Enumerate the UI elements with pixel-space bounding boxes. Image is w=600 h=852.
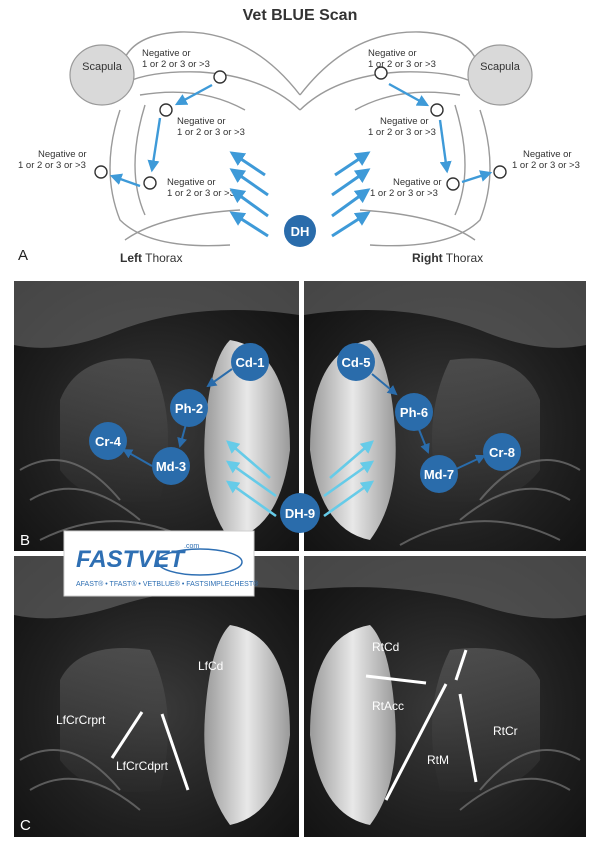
fastvet-logo: FASTVET .com AFAST® • TFAST® • VETBLUE® … [63, 530, 259, 597]
right-cr-result-line2: 1 or 2 or 3 or >3 [512, 160, 580, 171]
fastvet-logo-brand: FASTVET [76, 546, 186, 573]
fastvet-logo-swoosh [157, 548, 243, 576]
fastvet-logo-domain: .com [184, 543, 199, 550]
lobe-rtm-label: RtM [427, 753, 449, 767]
right-ph-result-line2: 1 or 2 or 3 or >3 [368, 127, 436, 138]
site-cd5-badge [337, 343, 375, 381]
panel-b-right-anatomy [304, 281, 586, 546]
left-scapula-label: Scapula [82, 61, 123, 73]
left-md-result-line2: 1 or 2 or 3 or >3 [167, 188, 235, 199]
left-cr-probe-circle [94, 165, 108, 179]
site-md3-badge [152, 447, 190, 485]
panel-b-sequence-arrows [122, 368, 486, 471]
lobe-rtcr-label: RtCr [493, 724, 518, 738]
site-cd5-label: Cd-5 [342, 355, 371, 370]
right-scapula-label: Scapula [480, 61, 521, 73]
left-cd-result-line1: Negative or [142, 48, 191, 59]
dh-badge [284, 215, 316, 247]
site-ph2-badge [170, 389, 208, 427]
right-md-result-line1: Negative or [393, 177, 442, 188]
left-cr-result-line2: 1 or 2 or 3 or >3 [18, 160, 86, 171]
right-scapula-shape [467, 44, 533, 106]
panel-a-dh-arrows [229, 151, 371, 238]
site-dh9-label: DH-9 [285, 506, 315, 521]
panel-c-radiographs: FASTVET .com AFAST® • TFAST® • VETBLUE® … [14, 530, 586, 837]
site-cr8-badge [483, 433, 521, 471]
left-ph-result-line1: Negative or [177, 116, 226, 127]
site-cr4-label: Cr-4 [95, 434, 122, 449]
site-ph6-label: Ph-6 [400, 405, 428, 420]
right-cd-probe-circle [374, 66, 388, 80]
right-thorax-outline [299, 31, 491, 247]
lobe-rtacc-label: RtAcc [372, 699, 404, 713]
fastvet-logo-tagline: AFAST® • TFAST® • VETBLUE® • FASTSIMPLEC… [76, 580, 259, 588]
site-md7-label: Md-7 [424, 467, 454, 482]
left-thorax-caption-bold: Left [120, 251, 142, 265]
panel-c-right-anatomy [304, 556, 586, 825]
site-md3-label: Md-3 [156, 459, 186, 474]
left-thorax-caption-word: Thorax [145, 251, 182, 265]
lobe-rtcd-label: RtCd [372, 640, 399, 654]
right-md-result-line2: 1 or 2 or 3 or >3 [370, 188, 438, 199]
panel-c-label: C [20, 817, 31, 834]
right-md-probe-circle [446, 177, 460, 191]
right-ph-probe-circle [430, 103, 444, 117]
lobe-lfcrcdprt-label: LfCrCdprt [116, 759, 169, 773]
figure-title: Vet BLUE Scan [243, 7, 358, 24]
panel-b-radiographs: Cd-1 Ph-2 Md-3 Cr-4 Cd-5 Ph-6 Md-7 Cr-8 … [14, 281, 586, 551]
left-md-probe-circle [143, 176, 157, 190]
right-thorax-caption: Right Thorax [412, 251, 483, 265]
site-cd1-label: Cd-1 [236, 355, 265, 370]
right-cr-result-line1: Negative or [523, 149, 572, 160]
panel-b-dh-arrows [225, 440, 375, 518]
left-cd-probe-circle [213, 70, 227, 84]
right-cd-result-line1: Negative or [368, 48, 417, 59]
left-md-result-line1: Negative or [167, 177, 216, 188]
dh-badge-label: DH [291, 224, 310, 239]
left-ph-result-line2: 1 or 2 or 3 or >3 [177, 127, 245, 138]
site-ph6-badge [395, 393, 433, 431]
left-cr-result-line1: Negative or [38, 149, 87, 160]
site-cr8-label: Cr-8 [489, 445, 515, 460]
right-thorax-caption-word: Thorax [446, 251, 483, 265]
left-thorax-caption: Left Thorax [120, 251, 182, 265]
right-cd-result-line2: 1 or 2 or 3 or >3 [368, 59, 436, 70]
panel-a-sequence-arrows [109, 82, 493, 188]
site-ph2-label: Ph-2 [175, 401, 203, 416]
left-ph-probe-circle [159, 103, 173, 117]
left-scapula-shape [69, 44, 135, 106]
site-md7-badge [420, 455, 458, 493]
panel-b-label: B [20, 532, 30, 549]
lobe-lfcd-label: LfCd [198, 659, 223, 673]
right-cr-probe-circle [493, 165, 507, 179]
right-thorax-caption-bold: Right [412, 251, 443, 265]
site-cd1-badge [231, 343, 269, 381]
site-cr4-badge [89, 422, 127, 460]
lobe-lfcrcrprt-label: LfCrCrprt [56, 713, 106, 727]
panel-a-label: A [18, 247, 28, 264]
right-ph-result-line1: Negative or [380, 116, 429, 127]
panel-a-diagram: Vet BLUE Scan Scapula Scapula [18, 7, 580, 265]
site-dh9-badge [280, 493, 320, 533]
left-cd-result-line2: 1 or 2 or 3 or >3 [142, 59, 210, 70]
panel-c-lobe-lines [110, 649, 478, 801]
